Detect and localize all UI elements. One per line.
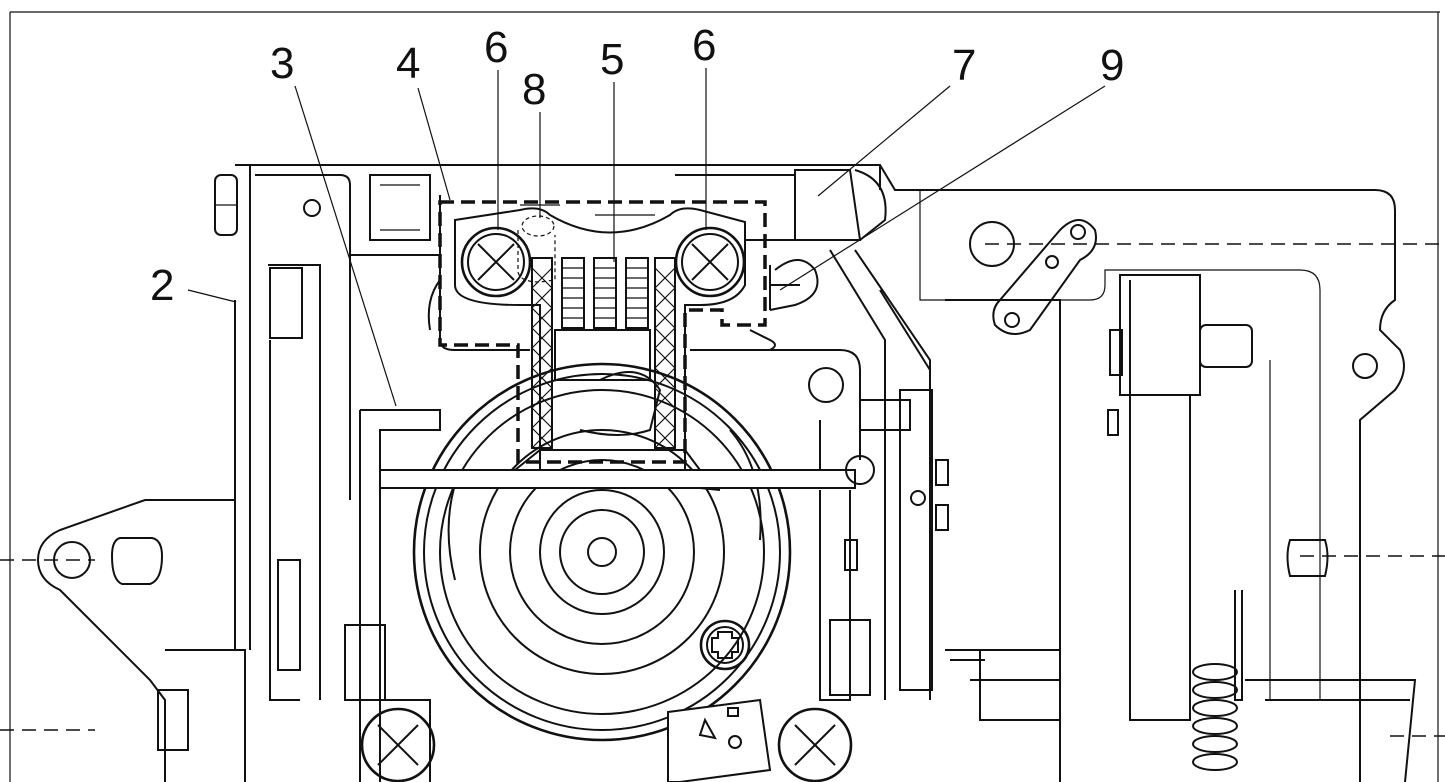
rotary-hook [412, 329, 792, 742]
callout-labels: 2 3 4 6 8 5 6 7 9 [150, 21, 1124, 310]
part-9-spring [745, 259, 819, 351]
screw-left [460, 226, 532, 298]
left-rail-assembly [214, 164, 440, 701]
bottom-rail [950, 649, 1061, 782]
label-4: 4 [396, 39, 420, 88]
label-3: 3 [270, 39, 294, 88]
bell-crank [992, 219, 1097, 335]
right-shaft [1107, 274, 1417, 782]
highlight-outline [438, 200, 767, 464]
label-9: 9 [1100, 41, 1124, 90]
lever-3 [359, 409, 441, 782]
label-7: 7 [952, 41, 976, 90]
label-2: 2 [150, 261, 174, 310]
center-lines [0, 243, 1445, 737]
screw-right [674, 226, 746, 298]
phillips-screw [699, 619, 751, 671]
label-5: 5 [600, 35, 624, 84]
label-8: 8 [522, 65, 546, 114]
feed-dog [561, 257, 649, 329]
frame-border [9, 11, 1440, 782]
right-sub-plate [690, 349, 911, 701]
right-guide [829, 249, 1061, 700]
lower-right-screw [777, 707, 853, 782]
leader-lines [187, 68, 1106, 407]
left-mounting-bracket [36, 499, 246, 782]
latch-bar [379, 449, 856, 491]
lower-latch [667, 698, 772, 782]
base-plate [235, 164, 1405, 782]
label-6a: 6 [484, 23, 508, 72]
label-6b: 6 [692, 21, 716, 70]
lower-left-clamp [344, 624, 436, 782]
